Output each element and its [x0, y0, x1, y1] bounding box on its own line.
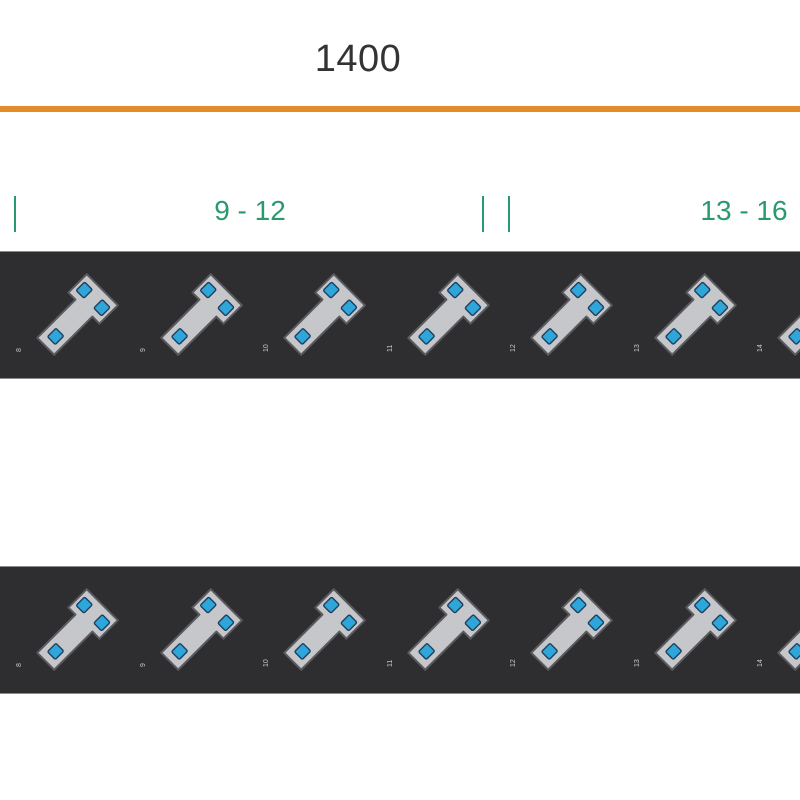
c13-socket-icon: [530, 588, 613, 671]
dimension-line: [0, 106, 800, 112]
c13-socket-icon: [530, 273, 613, 356]
outlet-number: 12: [510, 659, 517, 667]
outlet-number: 14: [757, 659, 764, 667]
dimension-label: 1400: [314, 38, 402, 80]
group-label-2: 13 - 16: [700, 195, 788, 226]
outlet: 13: [618, 252, 742, 380]
outlet-number: 9: [139, 663, 147, 667]
outlet-number: 8: [16, 348, 23, 352]
outlet-number: 9: [139, 348, 147, 352]
outlet-number: 11: [386, 344, 394, 352]
outlet: 9: [124, 567, 248, 695]
group-tick: [482, 196, 484, 232]
outlet: 14: [741, 252, 800, 380]
c13-socket-icon: [159, 588, 243, 671]
outlet: 12: [494, 567, 618, 695]
outlet: 10: [247, 252, 371, 380]
outlet: 11: [371, 567, 495, 695]
outlet-number: 13: [633, 344, 641, 352]
power-strip-bottom: 8 9 10 11 12 13 14: [0, 566, 800, 694]
outlet-number: 8: [16, 663, 23, 667]
group-tick: [508, 196, 510, 232]
c13-socket-icon: [406, 273, 490, 356]
outlet-number: 14: [757, 344, 764, 352]
outlet-number: 10: [263, 344, 270, 352]
outlet: 13: [618, 567, 742, 695]
outlet: 14: [741, 567, 800, 695]
outlet: 10: [247, 567, 371, 695]
outlet-number: 13: [633, 659, 641, 667]
c13-socket-icon: [159, 273, 243, 356]
c13-socket-icon: [777, 273, 800, 356]
c13-socket-icon: [283, 588, 366, 671]
c13-socket-icon: [406, 588, 490, 671]
group-label-1: 9 - 12: [214, 195, 286, 226]
c13-socket-icon: [653, 588, 737, 671]
c13-socket-icon: [283, 273, 366, 356]
outlet: 12: [494, 252, 618, 380]
outlet: 8: [0, 252, 124, 380]
outlet: 9: [124, 252, 248, 380]
power-strip-top: 8 9 10 11 12 13 14: [0, 251, 800, 379]
c13-socket-icon: [36, 588, 119, 671]
c13-socket-icon: [36, 273, 119, 356]
outlet-number: 11: [386, 659, 394, 667]
outlet: 11: [371, 252, 495, 380]
outlet: 8: [0, 567, 124, 695]
outlet-number: 12: [510, 344, 517, 352]
c13-socket-icon: [653, 273, 737, 356]
group-tick: [14, 196, 16, 232]
c13-socket-icon: [777, 588, 800, 671]
outlet-number: 10: [263, 659, 270, 667]
